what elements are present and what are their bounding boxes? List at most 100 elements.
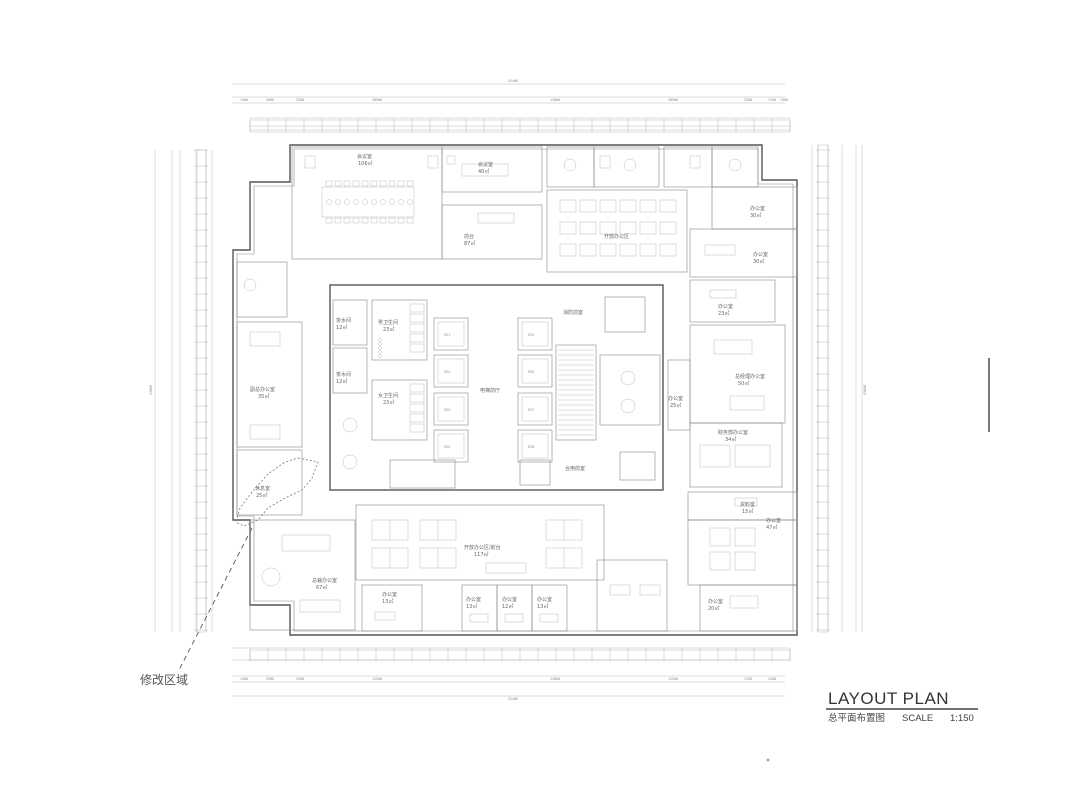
room-office-w1-area: 35㎡: [258, 393, 269, 400]
room-office-se-area: 47㎡: [766, 524, 777, 531]
west-rooms: 副总办公室 35㎡ 休息室 25㎡ 总裁办公室 67㎡: [236, 261, 356, 631]
room-toilet-f: 女卫生间: [378, 392, 398, 399]
desk: [559, 243, 577, 257]
room-office-e3: 办公室: [718, 303, 733, 310]
room-office-e5: 财务部办公室: [718, 429, 748, 436]
desk: [619, 243, 637, 257]
dim-bottom-segment: 1400: [240, 677, 248, 681]
conference-chair: [334, 180, 342, 187]
room-open-office-s: 开放办公区/前台: [464, 544, 501, 551]
conference-seat: [344, 199, 350, 205]
room-office-e1-area: 30㎡: [750, 212, 761, 219]
room-office-s3-area: 12㎡: [502, 603, 513, 610]
room-toilet-f-area: 23㎡: [383, 399, 394, 406]
room-office-sw: 总裁办公室: [312, 577, 337, 584]
room-office-e2: 办公室: [753, 251, 768, 258]
desk: [579, 243, 597, 257]
elevator-shaft: [521, 396, 549, 422]
room-office-e1: 办公室: [750, 205, 765, 212]
sink: [378, 338, 382, 342]
sink: [378, 346, 382, 350]
desk: [559, 199, 577, 213]
room-office-w2-area: 25㎡: [256, 492, 267, 499]
toilet-stall: [409, 343, 425, 353]
room-office-s1: 办公室: [382, 591, 397, 598]
desk: [619, 199, 637, 213]
scale-label: SCALE: [902, 713, 933, 724]
room-archive: 资料室: [740, 501, 755, 508]
plan-title: LAYOUT PLAN: [828, 689, 949, 708]
scale-value: 1:150: [950, 713, 974, 724]
toilet-stall: [409, 333, 425, 343]
room-office-e4-area: 50㎡: [738, 380, 749, 387]
conference-seat: [407, 199, 413, 205]
elevator-label: ES2: [444, 370, 450, 374]
elevator-label: ES4: [444, 445, 450, 449]
room-office-e3-area: 23㎡: [718, 310, 729, 317]
dim-left-total: 43800: [149, 385, 153, 395]
room-elevator-hall: 电梯前厅: [480, 387, 500, 394]
room-office-e6: 办公室: [668, 395, 683, 402]
sink: [378, 350, 382, 354]
room-office-se2-area: 20㎡: [708, 605, 719, 612]
modify-area-annotation: 修改区域: [140, 457, 319, 687]
room-office-w1: 副总办公室: [250, 386, 275, 393]
room-archive-area: 15㎡: [742, 508, 753, 515]
conference-seat: [326, 199, 332, 205]
desk: [619, 221, 637, 235]
desk: [599, 221, 617, 235]
dim-top-segment: 10500: [668, 98, 678, 102]
room-reception-area: 87㎡: [464, 240, 475, 247]
dim-top-segment: 3000: [266, 98, 274, 102]
conference-seat: [362, 199, 368, 205]
conference-chair: [379, 180, 387, 187]
elevator-car: [517, 317, 553, 351]
elevator-car: [517, 392, 553, 426]
plan-subtitle: 总平面布置图: [828, 712, 885, 724]
toilet-stall: [409, 383, 425, 393]
toilet-stall: [409, 413, 425, 423]
elevator-car: [517, 429, 553, 463]
desk: [599, 199, 617, 213]
south-open-office: 开放办公区/前台 117㎡: [355, 504, 605, 581]
dim-top-total: 52400: [508, 79, 518, 83]
conference-chair: [352, 217, 360, 224]
desk: [659, 243, 677, 257]
room-office-s4: 办公室: [537, 596, 552, 603]
elevator-label: ES8: [528, 445, 534, 449]
desk: [639, 243, 657, 257]
north-rooms: 会议室 106㎡ 会议室 40㎡ 前台 87㎡: [291, 146, 759, 260]
elevator-label: ES6: [528, 370, 534, 374]
room-office-e4: 总经理办公室: [735, 373, 765, 380]
conference-chair: [325, 217, 333, 224]
desk: [639, 199, 657, 213]
desk: [559, 221, 577, 235]
dim-bottom-segment: 1700: [744, 677, 752, 681]
conference-chair: [397, 180, 405, 187]
conference-chair: [370, 217, 378, 224]
title-block: LAYOUT PLAN 总平面布置图 SCALE 1:150: [826, 689, 978, 724]
room-office-s3: 办公室: [502, 596, 517, 603]
elevator-label: ES3: [444, 408, 450, 412]
room-office-e2-area: 30㎡: [753, 258, 764, 265]
desk: [579, 199, 597, 213]
dim-top-segment: 10500: [372, 98, 382, 102]
modify-area-label: 修改区域: [140, 672, 188, 687]
conference-chair: [343, 217, 351, 224]
room-office-w2: 休息室: [255, 485, 270, 492]
room-conference-big: 会议室: [357, 153, 372, 160]
room-office-e5-area: 34㎡: [725, 436, 736, 443]
dim-top-segment: 3300: [744, 98, 752, 102]
building-outline: [232, 144, 798, 636]
conference-seat: [380, 199, 386, 205]
room-office-s2-area: 13㎡: [466, 603, 477, 610]
room-storage2: 茶水间: [336, 371, 351, 378]
desk: [639, 221, 657, 235]
elevator-shaft: [521, 321, 549, 347]
conference-chair: [379, 217, 387, 224]
toilet-stall: [409, 303, 425, 313]
conference-chair: [406, 180, 414, 187]
desk: [579, 221, 597, 235]
conference-chair: [388, 217, 396, 224]
